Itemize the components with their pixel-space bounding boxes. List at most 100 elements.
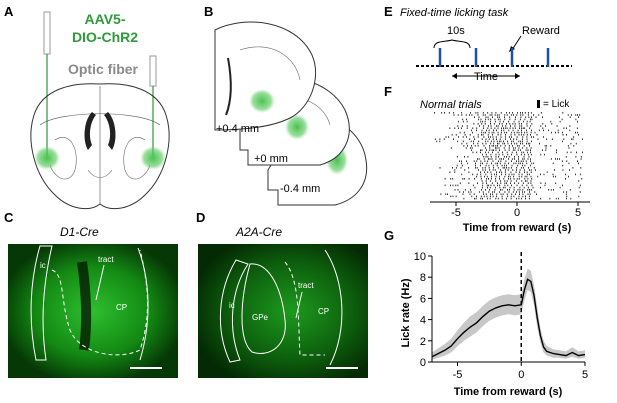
lick-mark <box>512 191 514 193</box>
lick-mark <box>496 193 498 195</box>
panel-e: E Fixed-time licking task 10s Reward Tim… <box>384 4 572 83</box>
lick-mark <box>500 136 502 138</box>
lick-mark <box>498 116 500 118</box>
lick-mark <box>516 184 518 187</box>
lick-mark <box>500 145 502 147</box>
lick-mark <box>489 197 491 200</box>
lick-mark <box>511 131 513 134</box>
lick-mark <box>580 158 582 160</box>
lick-mark <box>461 160 462 162</box>
lick-mark <box>463 191 464 193</box>
lick-mark <box>459 160 460 162</box>
lick-mark <box>543 136 544 138</box>
lick-mark <box>469 114 470 116</box>
lick-mark <box>570 151 572 154</box>
lick-mark <box>536 193 537 195</box>
lick-mark <box>499 191 500 193</box>
lick-mark <box>513 120 515 123</box>
virus-label-line1: AAV5- <box>85 11 126 27</box>
lick-mark <box>509 136 510 138</box>
lick-mark <box>499 123 500 125</box>
lick-mark <box>504 149 506 151</box>
lick-mark <box>489 145 490 147</box>
lick-mark <box>531 184 533 187</box>
lick-mark <box>562 112 564 114</box>
lick-mark <box>492 138 494 140</box>
lick-mark <box>504 136 506 138</box>
lick-mark <box>522 193 524 195</box>
lick-mark <box>543 173 545 176</box>
lick-mark <box>445 136 447 138</box>
lick-mark <box>482 169 484 171</box>
lick-mark <box>485 138 487 140</box>
lick-mark <box>492 195 494 198</box>
lick-mark <box>485 156 487 158</box>
lick-mark <box>506 114 508 116</box>
lick-mark <box>474 178 475 180</box>
lick-mark <box>478 158 480 160</box>
lick-mark <box>473 123 475 125</box>
lick-mark <box>534 191 536 193</box>
lick-mark <box>452 167 453 169</box>
lick-mark <box>489 186 491 189</box>
lick-mark <box>522 164 523 167</box>
lick-mark <box>519 127 520 129</box>
lick-mark <box>518 178 520 180</box>
lick-mark <box>484 140 486 143</box>
lick-mark <box>501 164 503 167</box>
lick-mark <box>481 180 483 182</box>
lick-mark <box>506 197 507 200</box>
lick-mark <box>501 127 502 129</box>
lick-mark <box>460 167 462 169</box>
lick-mark <box>478 169 479 171</box>
lick-mark <box>483 193 484 195</box>
lick-mark <box>527 142 529 145</box>
lick-mark <box>508 156 510 158</box>
lick-mark <box>526 175 528 178</box>
lick-mark <box>501 123 503 125</box>
lick-mark <box>505 169 506 171</box>
lick-mark <box>523 151 525 154</box>
expression-spot-left <box>34 146 60 170</box>
lick-mark <box>490 156 492 158</box>
lick-mark <box>579 191 581 193</box>
lick-mark <box>444 178 446 180</box>
lick-mark <box>498 153 500 156</box>
lick-mark <box>481 123 483 125</box>
lick-mark <box>495 178 496 180</box>
lick-mark <box>472 151 474 154</box>
lick-mark <box>531 140 532 143</box>
lick-mark <box>494 173 495 176</box>
lick-mark <box>520 142 521 145</box>
lick-mark <box>549 197 551 200</box>
lick-mark <box>544 184 546 187</box>
lick-mark <box>487 134 489 136</box>
lick-mark <box>482 182 484 184</box>
lick-mark <box>504 131 506 134</box>
lick-mark <box>526 142 527 145</box>
lick-mark <box>508 149 510 151</box>
g-ylabel: Lick rate (Hz) <box>400 278 412 347</box>
lick-mark <box>511 173 513 176</box>
lick-mark <box>466 142 468 145</box>
lick-mark <box>452 178 454 180</box>
lick-mark <box>484 171 485 173</box>
lick-mark <box>479 125 480 127</box>
lick-mark <box>510 114 512 116</box>
lick-mark <box>475 162 476 165</box>
lick-mark <box>466 125 468 127</box>
lick-mark <box>529 120 531 123</box>
lick-mark <box>473 193 475 195</box>
lick-mark <box>578 116 579 118</box>
lick-mark <box>527 178 529 180</box>
lick-mark <box>514 182 515 184</box>
lick-mark <box>505 125 507 127</box>
lick-mark <box>502 186 504 189</box>
lick-mark <box>504 118 506 121</box>
lick-mark <box>531 136 532 138</box>
lick-mark <box>513 175 515 178</box>
lick-mark <box>503 178 505 180</box>
lick-mark <box>522 158 524 160</box>
lick-mark <box>440 193 442 195</box>
lick-mark <box>499 175 500 178</box>
